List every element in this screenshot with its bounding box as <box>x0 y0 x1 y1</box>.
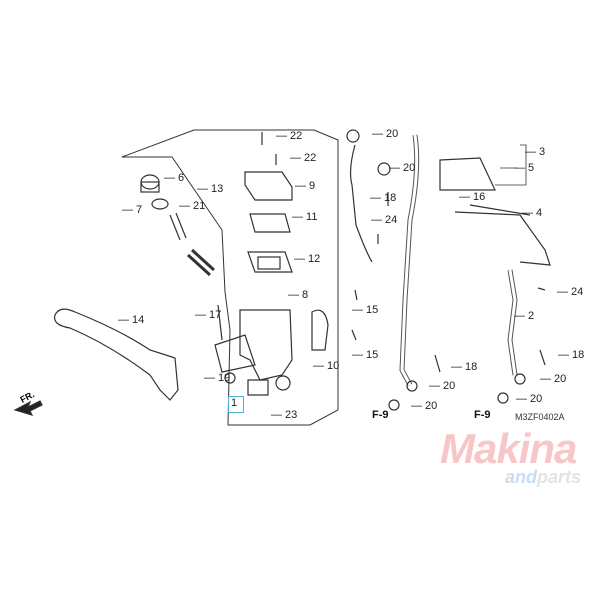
part-number-label: — 24 <box>371 214 398 226</box>
watermark-sub-a: and <box>505 467 538 487</box>
part-number-label: — 14 <box>118 314 145 326</box>
highlighted-part-box <box>228 396 244 413</box>
part-number-label: — 13 <box>197 183 224 195</box>
figure-reference: F-9 <box>474 409 491 421</box>
part-number-label: — 16 <box>459 191 486 203</box>
figure-reference: F-9 <box>372 409 389 421</box>
part-number-label: — 24 <box>557 286 584 298</box>
part-number-label: — 17 <box>195 309 222 321</box>
part-number-label: — 23 <box>271 409 298 421</box>
part-number-label: — 15 <box>352 349 379 361</box>
watermark-logo: Makina <box>440 425 577 472</box>
part-number-label: — 20 <box>372 128 399 140</box>
part-number-label: — 18 <box>558 349 585 361</box>
part-number-label: — 10 <box>313 360 340 372</box>
part-number-label: — 20 <box>516 393 543 405</box>
part-number-label: — 8 <box>288 289 309 301</box>
part-number-label: — 20 <box>429 380 456 392</box>
part-number-label: — 22 <box>276 130 303 142</box>
brake-pipe <box>454 204 551 266</box>
part-number-label: — 21 <box>179 200 206 212</box>
watermark-subtitle: andparts <box>505 467 581 488</box>
part-number-label: — 18 <box>451 361 478 373</box>
part-number-label: 1 <box>231 397 238 409</box>
part-number-label: — 20 <box>411 400 438 412</box>
part-number-label: — 6 <box>164 172 185 184</box>
part-number-label: — 3 <box>525 146 546 158</box>
diagram-code: M3ZF0402A <box>515 412 565 422</box>
brake-lever <box>53 308 179 401</box>
part-number-label: — 12 <box>294 253 321 265</box>
part-number-label: — 11 <box>292 211 318 223</box>
part-number-label: — 20 <box>540 373 567 385</box>
part-number-label: — 19 <box>204 372 231 384</box>
part-number-label: — 5 <box>514 162 535 174</box>
part-number-label: — 20 <box>389 162 416 174</box>
part-number-label: — 4 <box>522 207 543 219</box>
part-number-label: — 7 <box>122 204 143 216</box>
part-number-label: — 18 <box>370 192 397 204</box>
part-number-label: — 15 <box>352 304 379 316</box>
part-number-label: — 22 <box>290 152 317 164</box>
watermark-sub-b: parts <box>537 467 582 487</box>
part-number-label: — 9 <box>295 180 316 192</box>
part-number-label: — 2 <box>514 310 535 322</box>
